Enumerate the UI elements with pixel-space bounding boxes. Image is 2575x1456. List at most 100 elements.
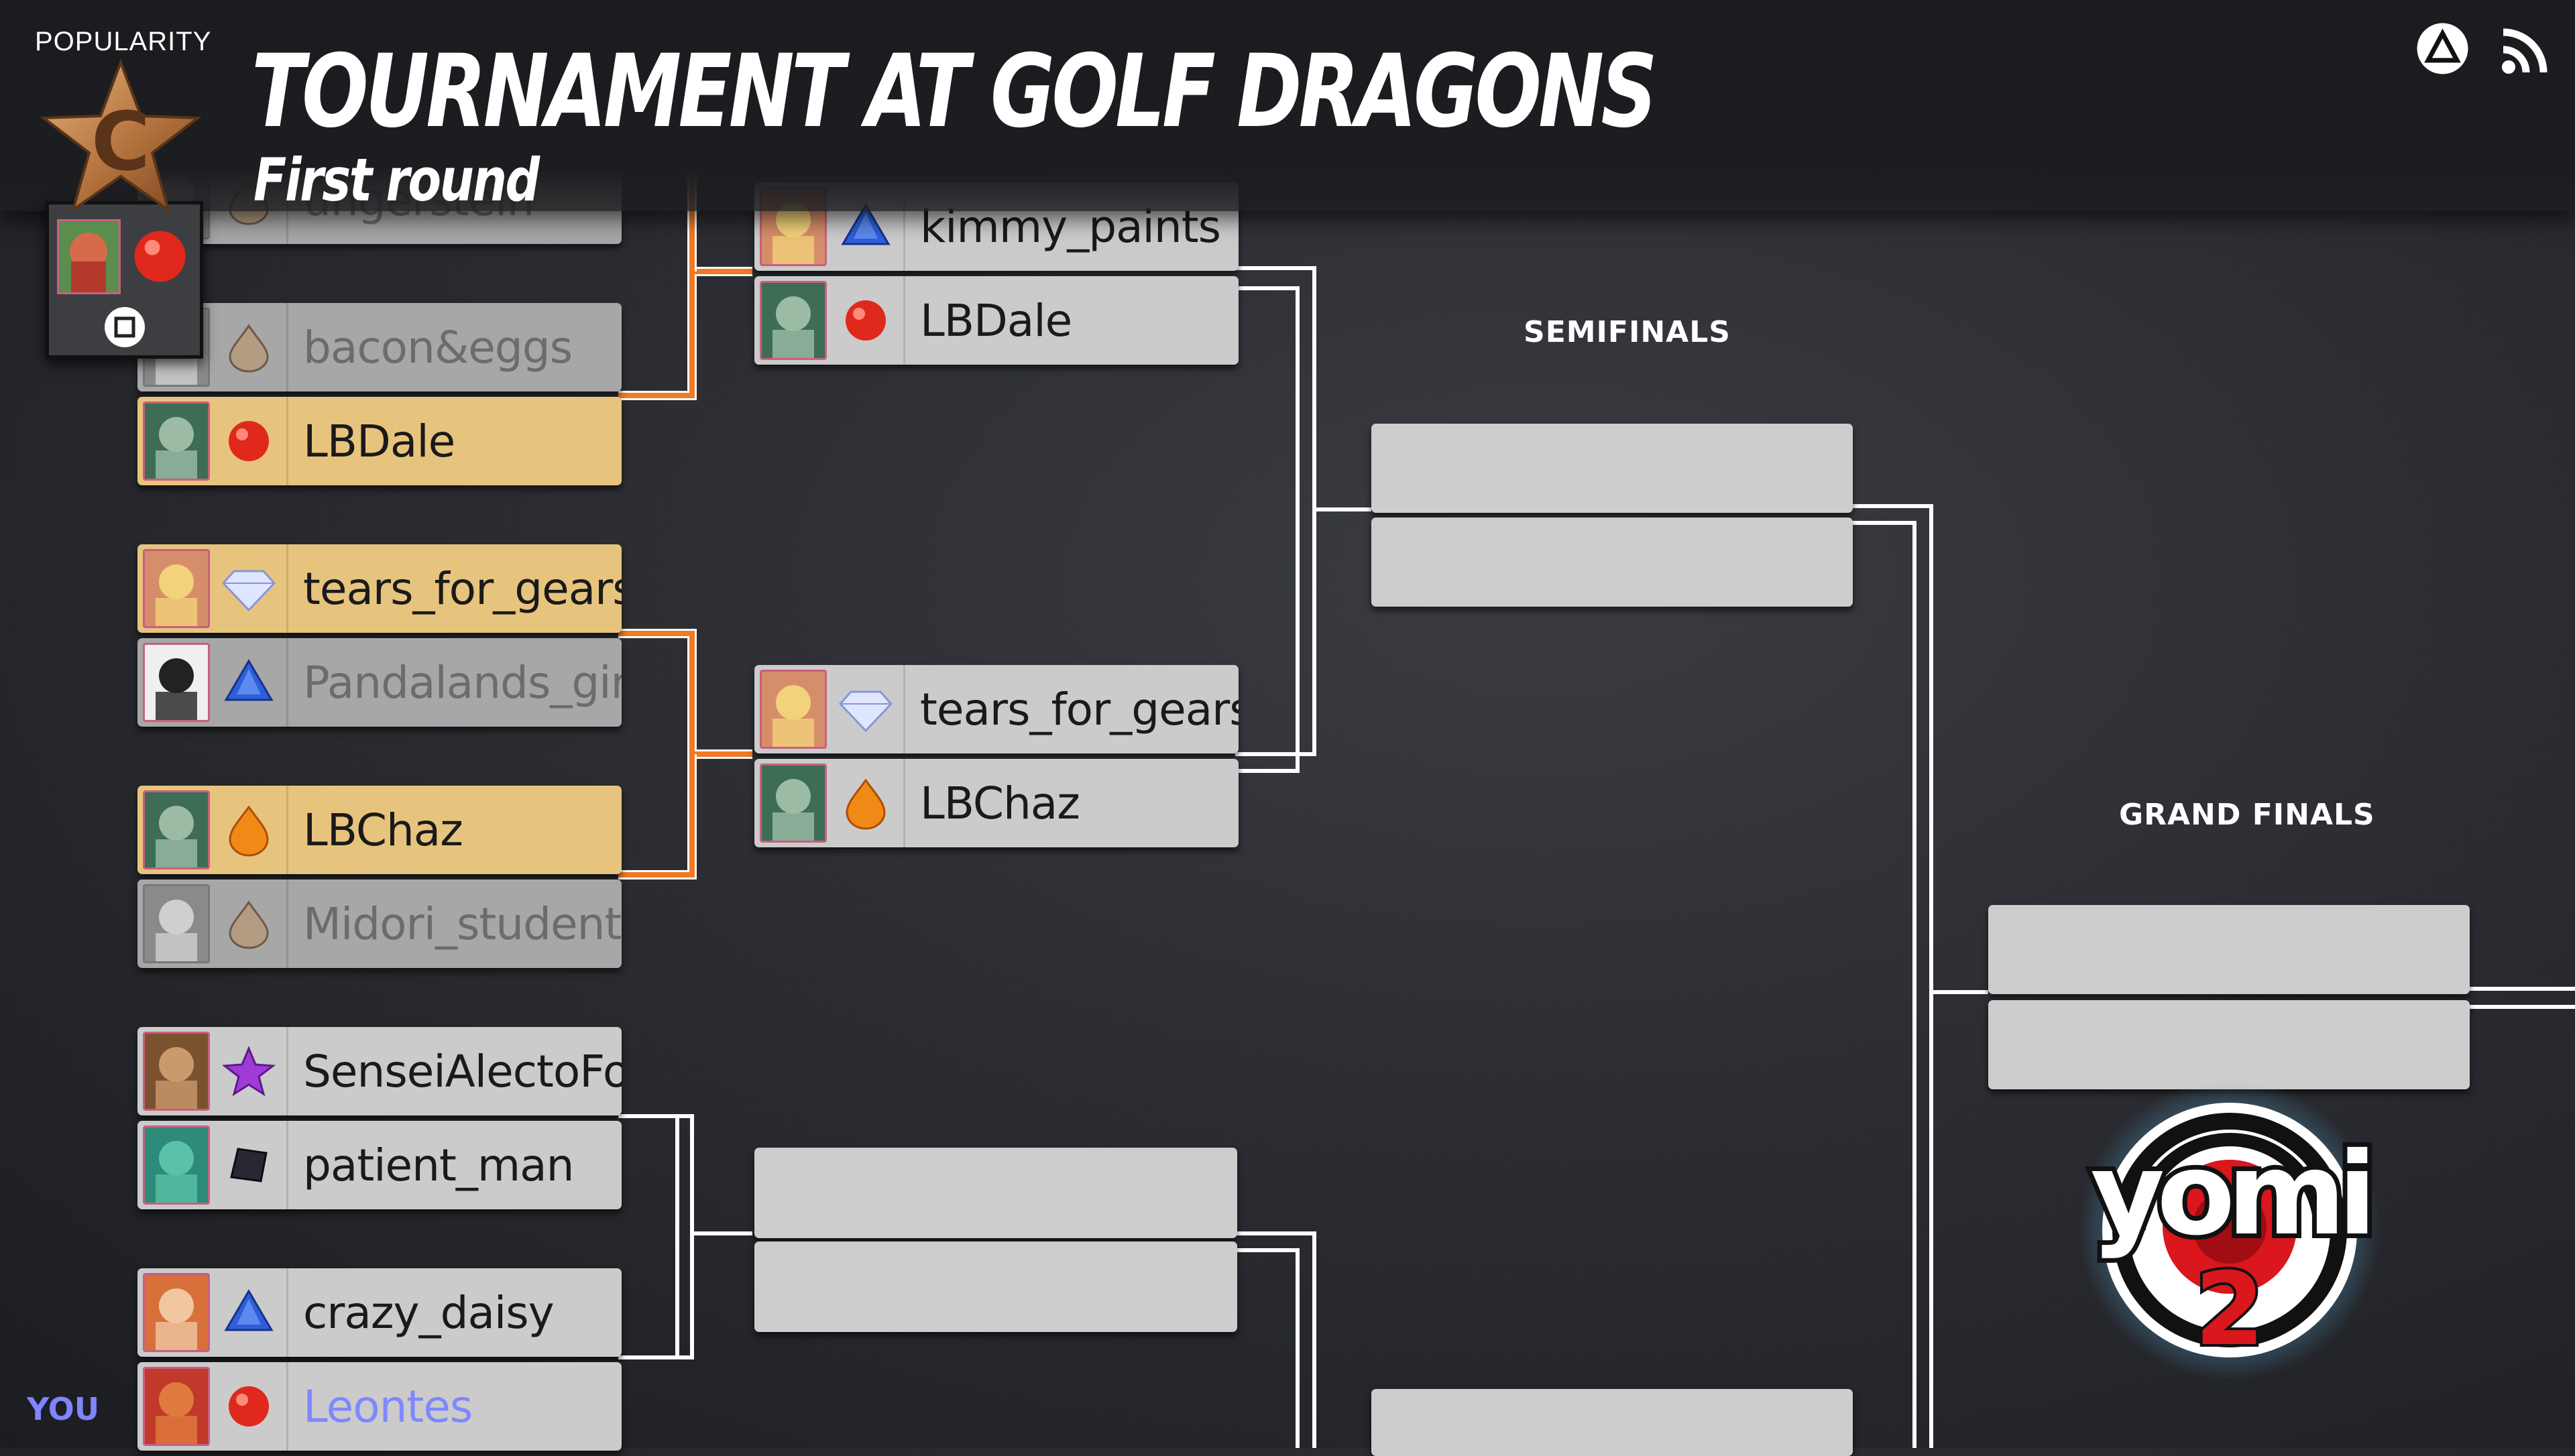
character-portrait xyxy=(760,670,827,749)
sapphire-gem-icon xyxy=(215,1279,282,1346)
win-path-line xyxy=(618,631,752,757)
bracket-slot[interactable]: Pandalands_girl xyxy=(137,638,622,727)
slot-divider xyxy=(903,759,905,847)
svg-text:2: 2 xyxy=(2195,1252,2265,1368)
bracket-line xyxy=(1235,286,1300,509)
player-name: LBChaz xyxy=(920,777,1080,829)
player-name: Pandalands_girl xyxy=(303,656,622,709)
broadcast-icon[interactable] xyxy=(2498,20,2555,77)
grand-finals-label: GRAND FINALS xyxy=(2119,798,2375,832)
character-portrait xyxy=(760,764,827,843)
grand-final-slot-empty[interactable] xyxy=(1988,1000,2470,1089)
character-portrait xyxy=(143,402,210,481)
character-portrait xyxy=(143,884,210,963)
slot-divider xyxy=(286,397,288,485)
diamond-gem-icon xyxy=(215,555,282,622)
player-name: bacon&eggs xyxy=(303,321,573,373)
bracket-slot-empty[interactable] xyxy=(754,1148,1237,1238)
bracket-line xyxy=(1852,504,1988,994)
slot-divider xyxy=(903,182,905,271)
fire-gem-icon xyxy=(832,770,899,837)
bracket-slot-empty[interactable] xyxy=(754,1241,1237,1332)
character-portrait xyxy=(143,1126,210,1205)
popularity-rank-star-icon: C xyxy=(40,59,202,213)
earth-gem-icon xyxy=(215,314,282,381)
bracket-slot[interactable]: tears_for_gears xyxy=(754,665,1239,753)
slot-divider xyxy=(286,1121,288,1209)
player-name: patient_man xyxy=(303,1139,574,1191)
bracket-slot[interactable]: patient_man xyxy=(137,1121,622,1209)
sapphire-gem-icon xyxy=(215,649,282,716)
player-name: Leontes xyxy=(303,1380,473,1433)
bracket-line xyxy=(618,1233,679,1359)
bracket-line xyxy=(1235,1248,1300,1448)
player-card[interactable] xyxy=(46,201,203,359)
top-right-icons xyxy=(2414,20,2555,77)
bracket-line xyxy=(1235,1231,1316,1448)
win-path-line xyxy=(618,754,697,879)
obsidian-gem-icon xyxy=(215,1132,282,1199)
semifinals-label: SEMIFINALS xyxy=(1524,315,1731,349)
player-name: LBDale xyxy=(920,294,1072,347)
triangle-button-icon[interactable] xyxy=(2414,20,2471,77)
slot-divider xyxy=(286,879,288,968)
player-name: Midori_student xyxy=(303,898,622,950)
bracket-slot[interactable]: tears_for_gears xyxy=(137,544,622,633)
ruby-gem-icon xyxy=(215,1373,282,1440)
bracket-slot[interactable]: LBChaz xyxy=(137,786,622,874)
player-name: crazy_daisy xyxy=(303,1286,555,1339)
bracket-line xyxy=(618,1114,679,1233)
bracket-slot[interactable]: bacon&eggs xyxy=(137,303,622,391)
diamond-gem-icon xyxy=(832,676,899,743)
ruby-gem-icon xyxy=(832,287,899,354)
character-portrait xyxy=(143,1032,210,1111)
player-portrait xyxy=(57,219,121,294)
bracket-slot[interactable]: LBDale xyxy=(754,276,1239,365)
bracket-slot[interactable]: Midori_student xyxy=(137,879,622,968)
logo-wordmark: yomi xyxy=(2090,1128,2368,1261)
character-portrait xyxy=(143,1273,210,1352)
popularity-label: POPULARITY xyxy=(35,27,212,56)
player-name: SenseiAlectoFold xyxy=(303,1045,622,1097)
semifinal-slot-empty[interactable] xyxy=(1371,518,1853,607)
bracket-slot[interactable]: crazy_daisy xyxy=(137,1268,622,1357)
character-portrait xyxy=(760,281,827,360)
character-portrait xyxy=(143,1367,210,1446)
bracket-slot[interactable]: LBDale xyxy=(137,397,622,485)
bracket-line xyxy=(618,1233,694,1359)
header-bar xyxy=(0,0,2575,211)
character-portrait xyxy=(143,790,210,869)
player-name: LBChaz xyxy=(303,804,463,856)
slot-divider xyxy=(286,1027,288,1115)
you-indicator: YOU xyxy=(27,1391,100,1427)
page-title: TOURNAMENT AT GOLF DRAGONS xyxy=(251,34,1658,150)
character-portrait xyxy=(143,549,210,628)
player-name: tears_for_gears xyxy=(920,683,1239,735)
player-name: LBDale xyxy=(303,415,455,467)
bracket-slot[interactable]: SenseiAlectoFold xyxy=(137,1027,622,1115)
fire-gem-icon xyxy=(215,796,282,863)
amethyst-gem-icon xyxy=(215,1038,282,1105)
bracket-line xyxy=(1852,521,1916,1448)
rank-letter: C xyxy=(91,96,150,189)
earth-gem-icon xyxy=(215,890,282,957)
grand-final-slot-empty[interactable] xyxy=(1988,905,2470,994)
slot-divider xyxy=(286,786,288,874)
bracket-slot[interactable]: Leontes xyxy=(137,1362,622,1451)
sapphire-gem-icon xyxy=(832,193,899,260)
bracket-line xyxy=(1235,509,1300,773)
slot-divider xyxy=(286,544,288,633)
bracket-slot[interactable]: LBChaz xyxy=(754,759,1239,847)
slot-divider xyxy=(286,1362,288,1451)
semifinal-slot-empty[interactable] xyxy=(1371,424,1853,513)
round-subtitle: First round xyxy=(253,145,540,215)
win-path-line xyxy=(618,754,695,877)
square-button-icon[interactable] xyxy=(103,305,147,349)
slot-divider xyxy=(286,1268,288,1357)
ruby-gem-icon xyxy=(134,231,186,282)
player-name: tears_for_gears xyxy=(303,562,622,615)
semifinal-slot-empty[interactable] xyxy=(1371,1389,1853,1456)
win-path-line xyxy=(618,629,752,759)
